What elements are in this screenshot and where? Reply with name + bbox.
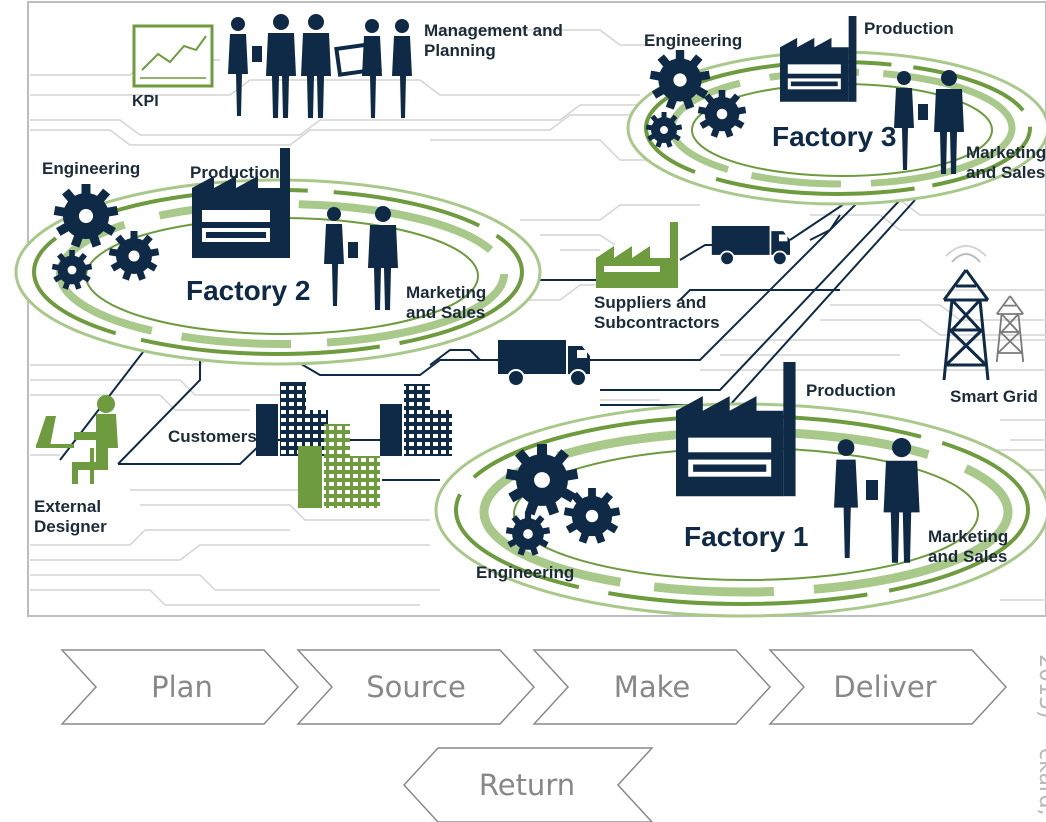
process-chevron-make: Make — [532, 649, 772, 725]
external-designer-label: External Designer — [34, 497, 107, 536]
factory-3-people-icon — [894, 70, 964, 174]
management-label-line1: Management and — [424, 21, 563, 40]
external-designer-line1: External — [34, 497, 101, 516]
factory-1-marketing-label: Marketing and Sales — [928, 527, 1013, 566]
management-label-line2: Planning — [424, 41, 496, 60]
factory-2-people-icon — [324, 206, 398, 310]
process-chevron-deliver: Deliver — [768, 649, 1008, 725]
kpi-label: KPI — [132, 93, 159, 110]
kpi-chart-icon — [132, 24, 214, 88]
background-lines — [30, 29, 1046, 606]
smart-grid-label: Smart Grid — [950, 387, 1038, 406]
factory-2-production-label: Production — [190, 163, 280, 182]
factory-1-engineering-label: Engineering — [476, 563, 574, 582]
chevron-label-deliver: Deliver — [833, 670, 936, 704]
external-designer-line2: Designer — [34, 517, 107, 536]
customers-label: Customers — [168, 427, 257, 446]
factory-1-people-icon — [834, 438, 920, 563]
suppliers-label-line1: Suppliers and — [594, 293, 706, 312]
factory-2-marketing-line2: and Sales — [406, 303, 485, 322]
factory-3-marketing-line1: Marketing — [966, 143, 1046, 162]
factory-2-title: Factory 2 — [186, 275, 311, 306]
process-chevron-source: Source — [296, 649, 536, 725]
management-label: Management and Planning — [424, 21, 568, 60]
suppliers-label-line2: Subcontractors — [594, 313, 720, 332]
factory-1-marketing-line1: Marketing — [928, 527, 1008, 546]
chevron-label-plan: Plan — [151, 670, 213, 704]
factory-2-marketing-label: Marketing and Sales — [406, 283, 491, 322]
people-icon — [228, 14, 412, 118]
factory-3-production-label: Production — [864, 19, 954, 38]
factory-3-marketing-line2: and Sales — [966, 163, 1045, 182]
factory-1-marketing-line2: and Sales — [928, 547, 1007, 566]
factory-2-marketing-line1: Marketing — [406, 283, 486, 302]
building-icon — [256, 382, 452, 456]
chevron-label-source: Source — [366, 670, 466, 704]
factory-3-marketing-label: Marketing and Sales — [966, 143, 1046, 182]
suppliers-label: Suppliers and Subcontractors — [594, 293, 720, 332]
factory-2-engineering-label: Engineering — [42, 159, 140, 178]
factory-1-title: Factory 1 — [684, 521, 809, 552]
building-icon — [298, 424, 380, 508]
factory-3-title: Factory 3 — [772, 121, 897, 152]
chevron-label-make: Make — [614, 670, 690, 704]
computer-user-icon — [36, 395, 118, 484]
suppliers-factory-icon — [596, 222, 678, 288]
credit-fragment-1: 2013) — [1034, 654, 1046, 719]
factory-3-engineering-label: Engineering — [644, 31, 742, 50]
process-chevron-return: Return — [402, 747, 654, 822]
process-chevron-plan: Plan — [60, 649, 300, 725]
chevron-label-return: Return — [479, 768, 575, 802]
factory-1-ring — [434, 402, 1046, 618]
factory-1-production-label: Production — [806, 381, 896, 400]
credit-fragment-2: ckard, — [1034, 748, 1046, 816]
power-tower-icon — [942, 245, 1025, 382]
